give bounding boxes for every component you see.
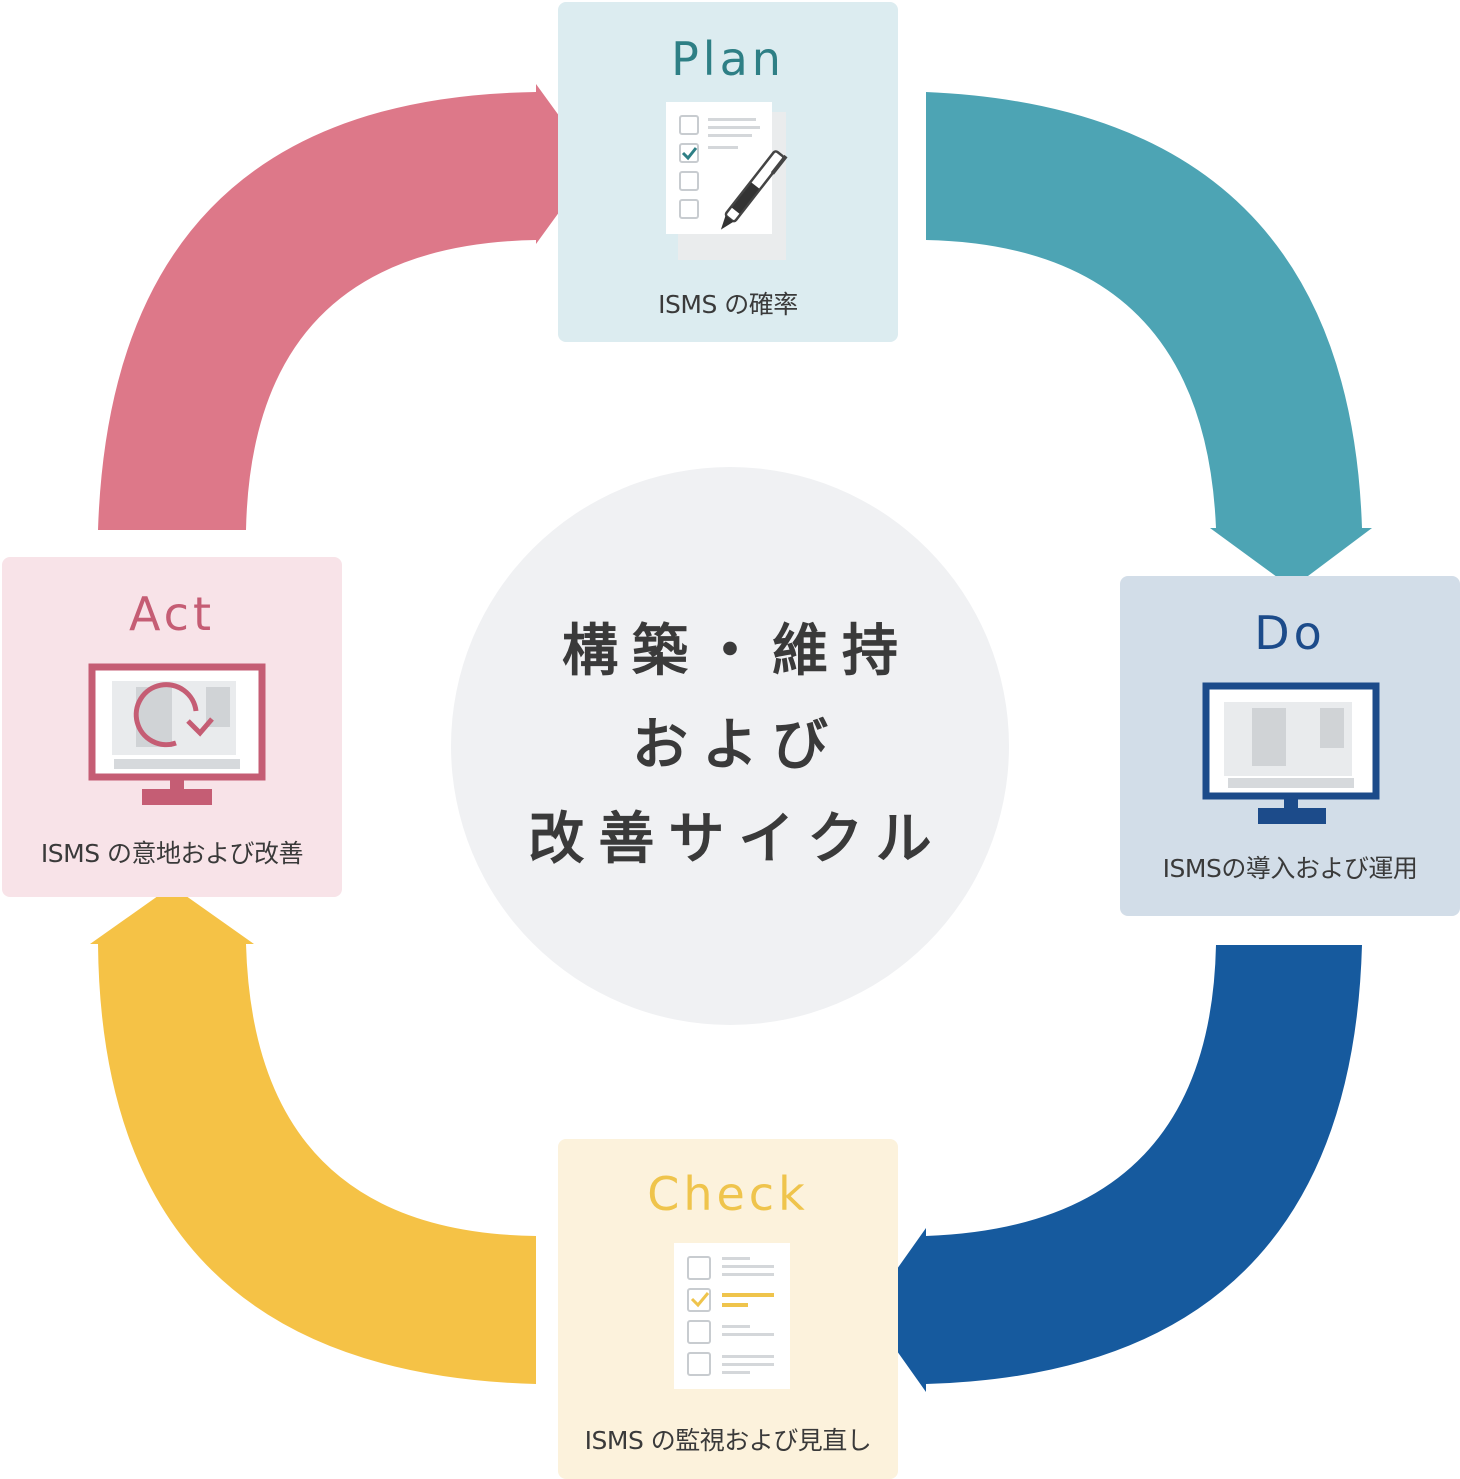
do-description: ISMSの導入および運用 [1162,854,1418,883]
check-description: ISMS の監視および見直し [584,1426,872,1455]
plan-description: ISMS の確率 [658,290,798,319]
checklist-icon [674,1243,790,1389]
center-circle: 構築・維持 および 改善サイクル [451,467,1009,1025]
arrow-plan-to-do [926,92,1372,588]
act-description: ISMS の意地および改善 [40,839,304,868]
arrow-check-to-act [90,886,536,1384]
do-label: Do [1254,606,1326,660]
act-box: Act ISMS の意地および改善 [2,557,342,897]
arrow-act-to-plan [98,84,594,530]
plan-box: Plan ISMS の確率 [558,2,898,342]
checklist-with-pen-icon [666,102,788,260]
center-title-line-2: および [632,713,842,778]
arrow-do-to-check [868,945,1362,1392]
center-title-line-3: 改善サイクル [528,807,946,872]
monitor-icon [1202,682,1380,824]
center-title-line-1: 構築・維持 [562,619,912,684]
monitor-refresh-icon [88,663,266,805]
do-box: Do ISMSの導入および運用 [1120,576,1460,916]
plan-label: Plan [671,32,785,86]
check-label: Check [647,1167,809,1221]
check-box: Check ISMS の監視および見直し [558,1139,898,1479]
act-label: Act [129,587,215,641]
